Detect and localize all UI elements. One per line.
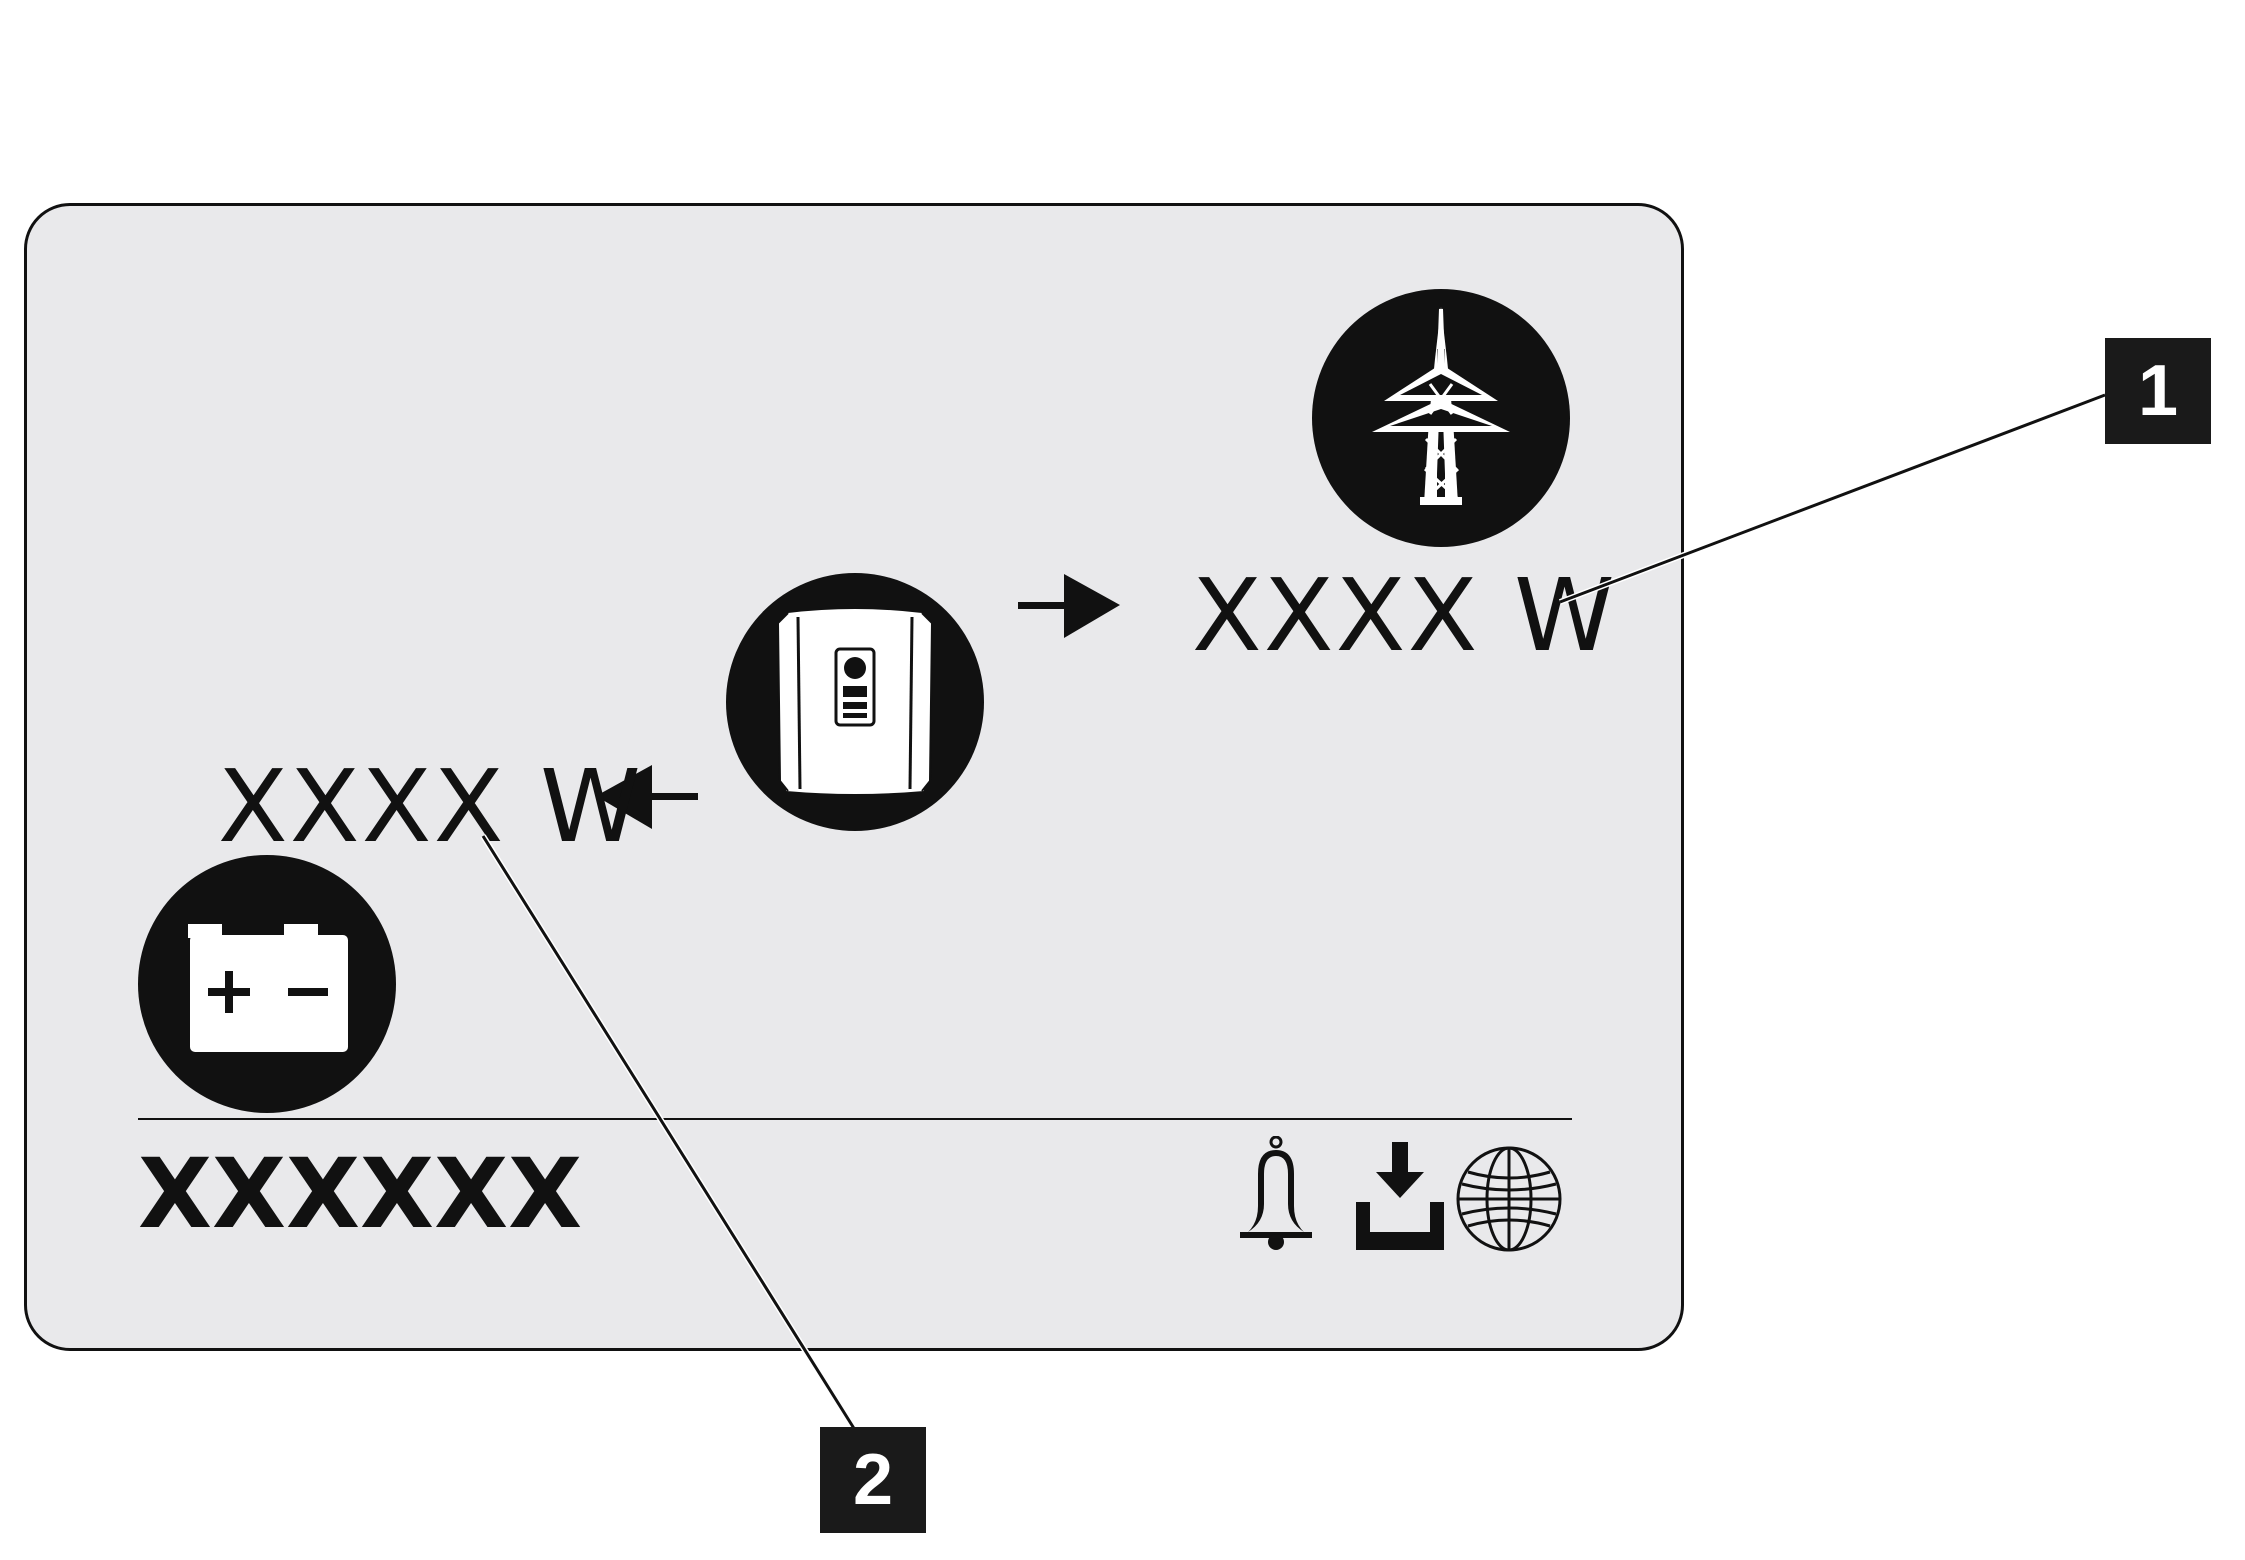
battery-power-unit: W [539, 748, 643, 865]
bell-icon[interactable] [1216, 1136, 1336, 1256]
inverter-icon-circle [726, 573, 984, 831]
download-icon[interactable] [1354, 1142, 1446, 1252]
status-icons [1216, 1136, 1566, 1256]
grid-power-value: XXXX [1191, 557, 1480, 674]
arrow-left-icon [596, 765, 698, 829]
inverter-icon [776, 609, 934, 794]
battery-icon-circle [138, 855, 396, 1113]
arrow-right-icon [1018, 574, 1120, 638]
battery-power-readout: XXXX W [218, 757, 643, 857]
battery-icon [188, 924, 348, 1052]
power-tower-icon [1372, 307, 1510, 505]
grid-icon-circle [1312, 289, 1570, 547]
grid-power-unit: W [1513, 557, 1617, 674]
callout-badge-1: 1 [2105, 338, 2211, 444]
status-divider [138, 1118, 1572, 1120]
callout-badge-2: 2 [820, 1427, 926, 1533]
globe-icon[interactable] [1454, 1144, 1564, 1254]
grid-power-readout: XXXX W [1192, 566, 1617, 666]
battery-power-value: XXXX [217, 748, 506, 865]
status-text: XXXXXX [138, 1138, 583, 1250]
